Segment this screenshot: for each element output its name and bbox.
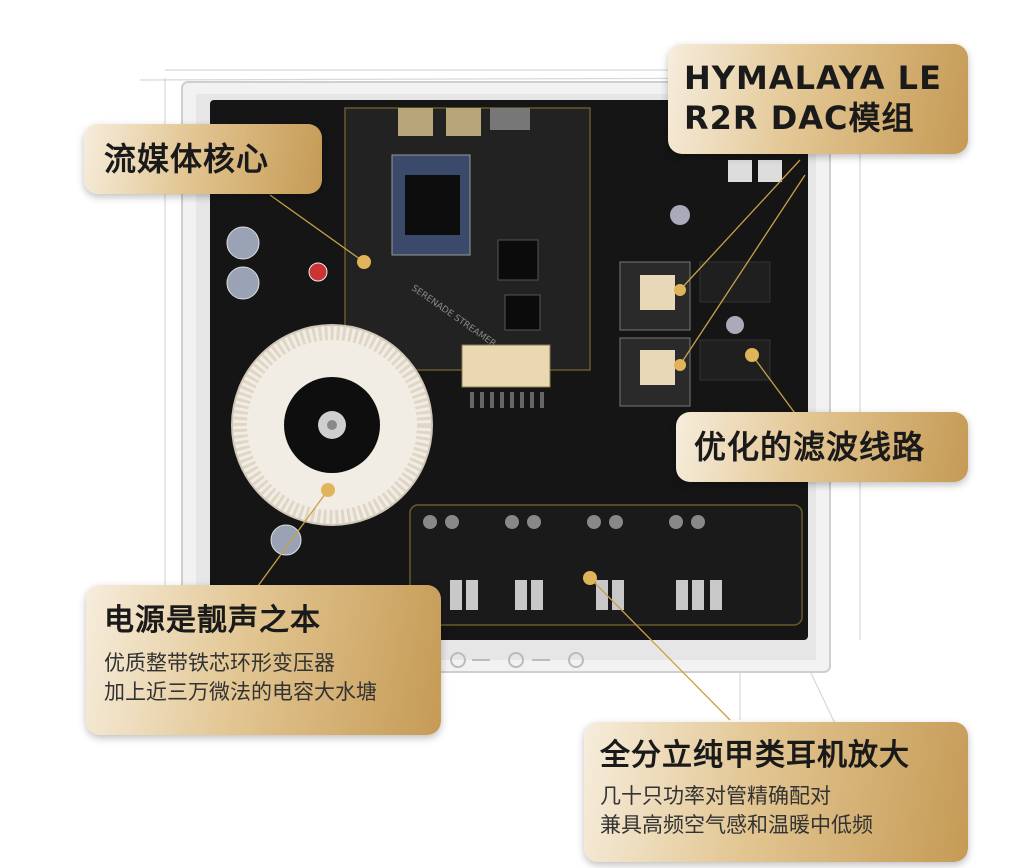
callout-streaming-core: 流媒体核心 (84, 124, 322, 194)
callout-dac-title-line2: R2R DAC模组 (684, 99, 915, 137)
callout-marker-dots (321, 255, 759, 585)
front-panel-jacks (450, 652, 584, 668)
callout-filter-circuit: 优化的滤波线路 (676, 412, 968, 482)
callout-dac-module: HYMALAYA LE R2R DAC模组 (668, 44, 968, 154)
callout-headphone-amp: 全分立纯甲类耳机放大 几十只功率对管精确配对 兼具高频空气感和温暖中低频 (584, 722, 968, 862)
callout-amp-title: 全分立纯甲类耳机放大 (600, 738, 910, 773)
ribbon-connector (461, 344, 551, 388)
callout-streaming-title: 流媒体核心 (104, 140, 270, 178)
callout-power-title: 电源是靓声之本 (104, 603, 321, 638)
callout-filter-title: 优化的滤波线路 (694, 428, 926, 466)
callout-amp-line1: 几十只功率对管精确配对 (600, 784, 831, 808)
callout-power-supply: 电源是靓声之本 优质整带铁芯环形变压器 加上近三万微法的电容大水塘 (86, 585, 441, 735)
callout-leader-lines (254, 159, 806, 721)
callout-power-line1: 优质整带铁芯环形变压器 (104, 651, 335, 675)
toroidal-transformer (231, 324, 433, 526)
callout-power-line2: 加上近三万微法的电容大水塘 (104, 680, 377, 704)
callout-amp-line2: 兼具高频空气感和温暖中低频 (600, 813, 873, 837)
callout-dac-title-line1: HYMALAYA LE (684, 59, 942, 97)
capacitors (226, 205, 744, 556)
